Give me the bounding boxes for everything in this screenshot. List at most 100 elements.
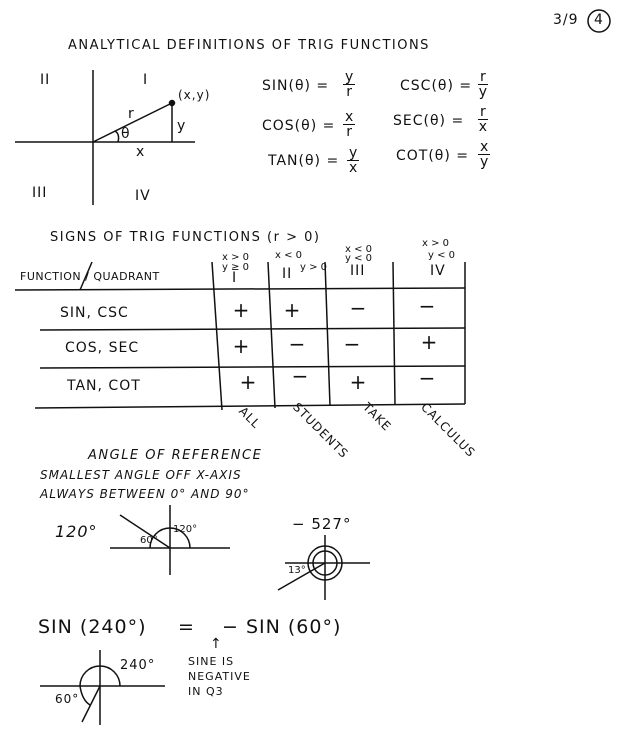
point	[168, 99, 176, 107]
ex2-angle: − 527°	[292, 515, 352, 533]
def-tan: TAN(θ) =	[268, 153, 340, 169]
example-rhs: − SIN (60°)	[222, 616, 342, 638]
table-bottom-line	[34, 403, 466, 409]
def-cot: COT(θ) =	[396, 148, 470, 164]
sign-cell: −	[291, 364, 309, 388]
page-title: ANALYTICAL DEFINITIONS OF TRIG FUNCTIONS	[68, 38, 430, 53]
note-line: IN Q3	[188, 685, 224, 698]
r-label: r	[128, 106, 135, 122]
ex3-ray	[81, 685, 101, 723]
numerator: x	[478, 139, 491, 155]
col-cond: y < 0	[428, 250, 456, 261]
col-quadrant-label: III	[350, 263, 366, 279]
table-col-line	[392, 261, 396, 406]
page-circle-number: 4	[594, 12, 604, 28]
sign-cell: +	[420, 330, 438, 354]
ex3-angle: 240°	[120, 658, 156, 673]
quadrant-label: IV	[135, 188, 151, 204]
denominator: r	[346, 124, 353, 140]
col-cond: y ≥ 0	[222, 262, 250, 273]
sign-cell: +	[232, 334, 250, 358]
table-row-line	[39, 327, 466, 331]
note-line: NEGATIVE	[188, 670, 251, 683]
reference-line: ALWAYS BETWEEN 0° AND 90°	[40, 487, 250, 501]
note-line: SINE IS	[188, 655, 235, 668]
ex1-angle: 120°	[55, 522, 98, 541]
numerator: r	[478, 104, 488, 120]
sign-cell: +	[239, 370, 257, 394]
table-header-line	[14, 287, 466, 291]
ex2-ref: 13°	[288, 565, 306, 576]
quadrant-label: III	[32, 185, 48, 201]
ex1-inner: 120°	[173, 524, 198, 535]
radius-line	[92, 102, 173, 143]
signs-title: SIGNS OF TRIG FUNCTIONS (r > 0)	[50, 230, 321, 245]
col-cond: x < 0	[275, 250, 303, 261]
ex1-arc	[149, 527, 191, 549]
corner-header: FUNCTION / QUADRANT	[20, 270, 160, 283]
reference-line: SMALLEST ANGLE OFF X-AXIS	[40, 468, 242, 482]
table-row-line	[39, 365, 466, 369]
page-circle	[587, 9, 611, 33]
row-label: SIN, CSC	[60, 305, 129, 321]
sign-cell: −	[343, 332, 361, 356]
arrow-icon: ↑	[210, 636, 223, 652]
ex3-arc	[79, 665, 121, 706]
sign-cell: +	[283, 298, 301, 322]
page-number: 3/9	[553, 12, 579, 28]
numerator: y	[347, 145, 360, 161]
row-label: COS, SEC	[65, 340, 140, 356]
col-cond: x > 0	[422, 238, 450, 249]
table-col-line	[324, 261, 331, 407]
theta-label: θ	[121, 126, 131, 142]
x-label: x	[136, 144, 146, 160]
numerator: x	[343, 109, 356, 125]
theta-arc	[114, 130, 120, 143]
col-cond: y < 0	[345, 253, 373, 264]
denominator: x	[349, 160, 358, 176]
def-sin: SIN(θ) =	[262, 78, 330, 94]
ex2-ray	[277, 562, 326, 591]
quadrant-label: I	[143, 72, 149, 88]
quadrant-label: II	[40, 72, 51, 88]
sign-cell: −	[288, 332, 306, 356]
col-cond: x < 0	[345, 244, 373, 255]
ex1-ref: 60°	[140, 535, 158, 546]
ex2-spiral-outer	[307, 545, 343, 581]
sign-cell: +	[349, 370, 367, 394]
numerator: r	[478, 69, 488, 85]
def-sec: SEC(θ) =	[393, 113, 465, 129]
point-label: (x,y)	[178, 88, 211, 102]
col-cond: y > 0	[300, 262, 328, 273]
def-cos: COS(θ) =	[262, 118, 336, 134]
denominator: y	[478, 84, 488, 100]
def-csc: CSC(θ) =	[400, 78, 473, 94]
col-quadrant-label: II	[282, 266, 293, 282]
denominator: r	[346, 84, 353, 100]
ex3-ref: 60°	[55, 692, 80, 706]
sign-cell: −	[349, 296, 367, 320]
denominator: y	[480, 154, 489, 170]
table-col-line	[211, 261, 223, 411]
sign-cell: +	[232, 298, 250, 322]
ex2-spiral	[312, 550, 338, 576]
example-equals: =	[178, 616, 195, 638]
y-label: y	[177, 118, 187, 134]
header-slash	[79, 261, 93, 291]
numerator: y	[343, 69, 356, 85]
row-label: TAN, COT	[67, 378, 141, 394]
example-lhs: SIN (240°)	[38, 616, 147, 638]
ex1-ray	[119, 514, 171, 549]
sign-cell: −	[418, 294, 436, 318]
denominator: x	[478, 119, 488, 135]
table-col-line	[267, 261, 276, 409]
col-cond: x > 0	[222, 252, 250, 263]
sign-cell: −	[418, 366, 436, 390]
col-quadrant-label: IV	[430, 263, 446, 279]
